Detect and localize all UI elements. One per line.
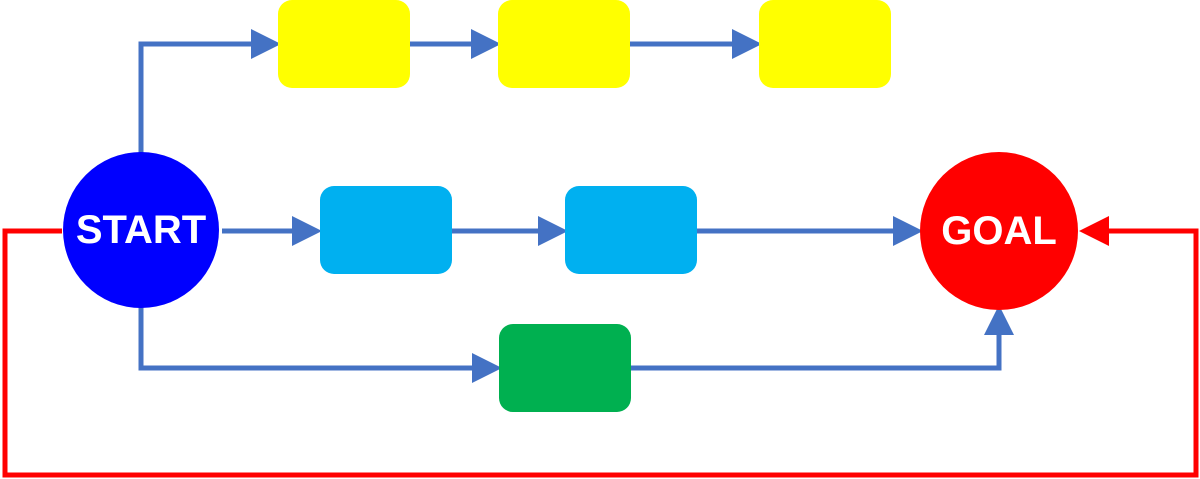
start-label: START (76, 208, 206, 252)
cyan-step-box-1 (320, 186, 452, 274)
cyan-step-box-2 (565, 186, 697, 274)
green-step-box (499, 324, 631, 412)
goal-node (920, 152, 1078, 310)
yellow-step-box-1 (278, 0, 410, 88)
start-node (63, 152, 219, 308)
yellow-step-box-3 (759, 0, 891, 88)
yellow-step-box-2 (498, 0, 630, 88)
connector-start-to-green (138, 306, 502, 383)
goal-label: GOAL (941, 209, 1057, 253)
connector-green-to-goal (630, 305, 1014, 371)
loop-connector-start-to-goal (2, 216, 1199, 478)
connector-start-to-yellow-1 (138, 29, 281, 155)
